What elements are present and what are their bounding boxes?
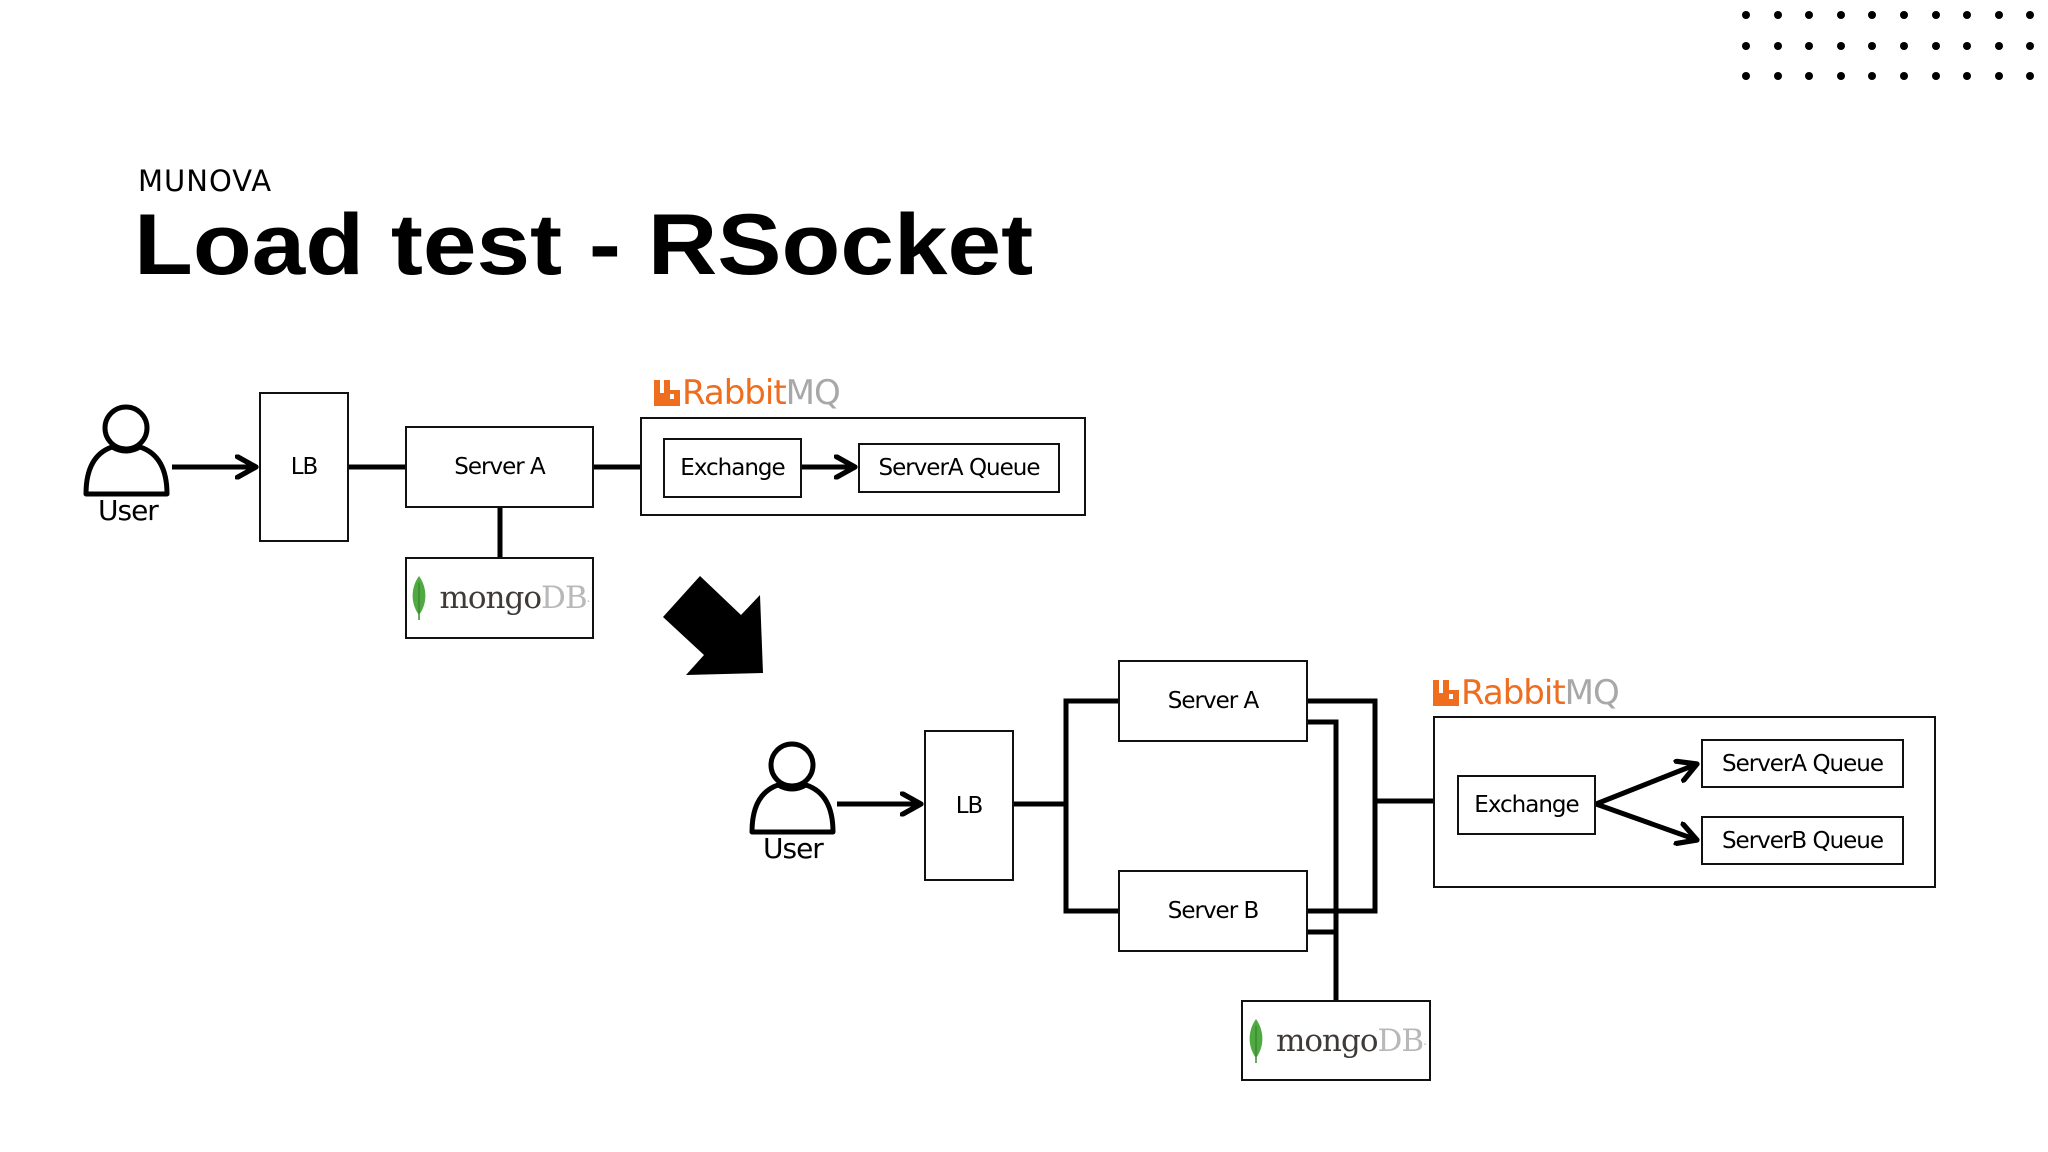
- decorative-dot: [1773, 11, 1782, 19]
- decorative-dot: [1805, 41, 1814, 50]
- decorative-dot: [1994, 11, 2003, 19]
- user-label-after: User: [763, 832, 824, 865]
- server-b-queue-box-after: ServerB Queue: [1701, 816, 1904, 865]
- server-a-queue-label: ServerA Queue: [1721, 750, 1884, 777]
- decorative-dot: [1742, 11, 1750, 19]
- server-a-queue-box-after: ServerA Queue: [1701, 739, 1904, 788]
- mongodb-leaf-icon: [1249, 1018, 1263, 1063]
- exchange-box-after: Exchange: [1457, 775, 1596, 835]
- decorative-dot: [1868, 72, 1877, 80]
- decorative-dot: [2026, 11, 2035, 19]
- exchange-label: Exchange: [680, 455, 785, 481]
- rabbitmq-icon: [1433, 680, 1459, 706]
- decorative-dot: [1994, 41, 2003, 50]
- page-title: Load test - RSocket: [134, 197, 1034, 293]
- decorative-dot: [1994, 72, 2003, 80]
- decorative-dot: [2026, 41, 2035, 50]
- decorative-dot: [1963, 41, 1972, 50]
- exchange-box-before: Exchange: [663, 438, 802, 498]
- arrow-down-right-icon: [663, 576, 763, 675]
- server-a-box-after: Server A: [1118, 660, 1308, 742]
- server-a-queue-label: ServerA Queue: [878, 455, 1040, 481]
- decorative-dot: [1805, 72, 1814, 80]
- decorative-dot: [1900, 72, 1908, 80]
- load-balancer-box-after: LB: [924, 730, 1014, 881]
- server-a-box-before: Server A: [405, 426, 594, 508]
- decorative-dot: [1742, 41, 1750, 50]
- decorative-dot: [1931, 11, 1940, 19]
- decorative-dot: [1931, 72, 1940, 80]
- decorative-dot: [2026, 72, 2035, 80]
- servers-to-rabbit-bus-after: [1308, 698, 1378, 914]
- server-a-label: Server A: [454, 454, 545, 480]
- decorative-dot: [1773, 41, 1782, 50]
- server-a-label: Server A: [1167, 688, 1259, 714]
- decorative-dot: [1836, 72, 1845, 80]
- server-a-queue-box-before: ServerA Queue: [858, 443, 1060, 493]
- rabbitmq-container-before: [640, 417, 1086, 516]
- load-balancer-box-before: LB: [259, 392, 349, 542]
- decorative-dot: [1900, 11, 1908, 19]
- server-b-queue-label: ServerB Queue: [1721, 827, 1884, 854]
- rabbitmq-icon: [654, 380, 680, 406]
- exchange-to-queue-a-arrow-after: [1595, 764, 1697, 807]
- decorative-dot: [1742, 72, 1750, 80]
- decorative-dot: [1900, 41, 1908, 50]
- user-icon-before: [83, 404, 170, 497]
- decorative-dot: [1963, 72, 1972, 80]
- decorative-dot: [1868, 41, 1877, 50]
- servers-to-mongo-line-after: [1308, 719, 1339, 1000]
- user-icon-after: [749, 741, 836, 835]
- user-label-before: User: [98, 494, 159, 527]
- lb-label: LB: [955, 792, 984, 819]
- server-b-label: Server B: [1167, 898, 1260, 924]
- decorative-dot: [1836, 41, 1845, 50]
- decorative-dot: [1931, 41, 1940, 50]
- exchange-label: Exchange: [1474, 792, 1579, 818]
- branch-lines-after: [1063, 698, 1118, 914]
- mongodb-leaf-icon: [413, 576, 426, 620]
- decorative-dot: [1868, 11, 1877, 19]
- decorative-dot: [1836, 11, 1845, 19]
- decorative-dot: [1805, 11, 1814, 19]
- decorative-dot: [1963, 11, 1972, 19]
- decorative-dot: [1773, 72, 1782, 80]
- server-b-box-after: Server B: [1118, 870, 1308, 952]
- brand-label: MUNOVA: [138, 164, 273, 198]
- rabbitmq-container-after: [1433, 716, 1936, 888]
- dot-grid-decoration: [1738, 8, 2038, 88]
- exchange-to-queue-b-arrow-after: [1595, 801, 1697, 840]
- lb-label: LB: [290, 454, 319, 480]
